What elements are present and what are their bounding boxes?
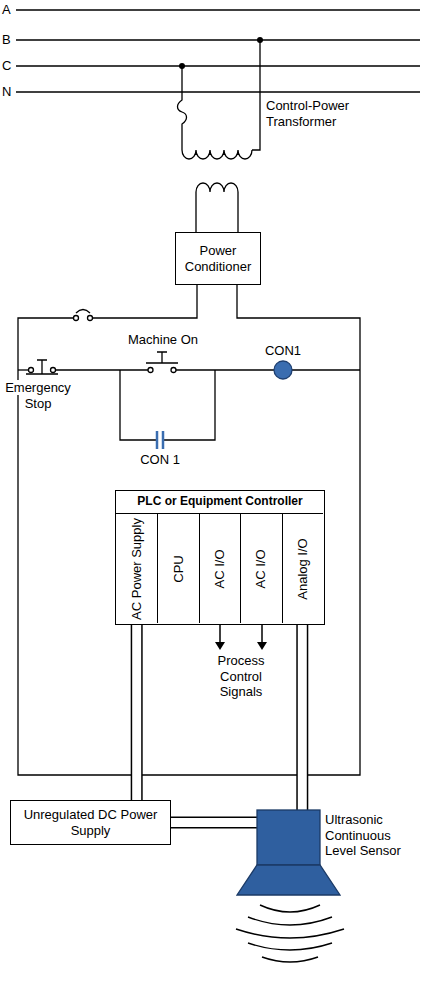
signal-arrow	[261, 625, 263, 643]
cable-pair	[132, 623, 141, 800]
node-label: Power Conditioner	[176, 240, 260, 277]
signal-arrow	[219, 625, 221, 643]
rung-wire	[176, 369, 274, 370]
circuit-breaker-symbol	[74, 316, 79, 321]
plc-module: AC I/O	[199, 513, 240, 623]
junction-dot	[179, 37, 263, 69]
rung-wire	[56, 369, 149, 370]
rung-wire	[18, 369, 29, 370]
node-label: Ultrasonic Continuous Level Sensor	[325, 812, 417, 859]
module-label: AC Power Supply	[129, 518, 145, 620]
ultrasonic-wave	[236, 905, 344, 962]
circuit-breaker-symbol	[74, 310, 93, 321]
box-heading: PLC or Equipment Controller	[116, 494, 324, 508]
transformer-symbol	[252, 40, 260, 150]
transformer-symbol	[178, 66, 187, 150]
sensor-horn	[237, 865, 340, 895]
control-rail	[18, 285, 360, 775]
emergency-stop-switch	[26, 360, 58, 374]
plc-module: AC Power Supply	[116, 513, 157, 623]
contact-symbol	[162, 431, 165, 449]
ultrasonic-wave	[248, 917, 332, 925]
emergency-stop-switch	[29, 368, 34, 373]
dc-power-supply-box: Unregulated DC Power Supply	[10, 800, 171, 845]
machine-on-switch	[146, 352, 178, 363]
signal-label: Process Control Signals	[218, 653, 265, 699]
contact-symbol	[157, 431, 163, 449]
signal-arrow	[215, 625, 267, 650]
cable-pair	[136, 623, 137, 800]
rung-wire	[120, 370, 157, 440]
contactor-coil	[274, 361, 292, 379]
transformer-symbol	[178, 40, 261, 232]
module-label: AC I/O	[212, 549, 228, 588]
plc-module: AC I/O	[240, 513, 281, 623]
cable-pair	[302, 623, 303, 810]
phase-label: B	[2, 32, 15, 48]
transformer-symbol	[196, 183, 238, 232]
cable-pair	[131, 623, 143, 800]
plc-rack: AC Power Supply CPU AC I/O AC I/O Analog I/O…	[115, 490, 325, 625]
rung-wire	[163, 370, 215, 440]
component-label: Control-Power Transformer	[266, 98, 349, 129]
ultrasonic-wave	[236, 929, 344, 938]
phase-label: A	[2, 2, 15, 18]
rung-wire	[292, 369, 360, 370]
switch-label: Emergency Stop	[5, 380, 71, 411]
control-rail	[18, 285, 360, 775]
cable-pair	[171, 818, 257, 827]
phase-label: N	[2, 84, 15, 100]
plc-module: Analog I/O	[282, 513, 323, 623]
signal-arrow	[215, 642, 225, 650]
contact-symbol	[156, 431, 159, 449]
circuit-breaker-symbol	[76, 310, 90, 314]
cable-pair	[296, 623, 308, 810]
emergency-stop-switch	[51, 368, 56, 373]
component-label: Control-Power Transformer	[266, 98, 378, 129]
module-label: AC I/O	[254, 549, 270, 588]
phase-line	[16, 9, 420, 10]
ultrasonic-wave	[262, 957, 318, 962]
sensor-body	[257, 810, 320, 865]
module-label: Analog I/O	[295, 538, 311, 599]
plc-module: CPU	[157, 513, 198, 623]
switch-label: Machine On	[128, 332, 198, 347]
phase-label: N	[2, 84, 11, 99]
phase-line	[16, 10, 420, 92]
control-rail	[93, 285, 197, 318]
cable-pair	[171, 822, 257, 823]
phase-label: C	[2, 58, 15, 74]
contact-label: CON 1	[140, 452, 180, 467]
phase-line	[16, 65, 420, 66]
coil-label: CON1	[258, 343, 308, 359]
ultrasonic-wave	[248, 943, 332, 950]
node-label: Unregulated DC Power Supply	[11, 804, 170, 841]
emergency-stop-switch	[26, 360, 58, 374]
machine-on-switch	[148, 368, 153, 373]
coil-label: CON1	[265, 343, 301, 358]
machine-on-switch	[146, 352, 178, 373]
ultrasonic-wave	[260, 905, 320, 912]
cable-pair	[171, 817, 257, 829]
module-label: CPU	[171, 555, 187, 582]
switch-label: Emergency Stop	[0, 380, 76, 411]
cable-pair	[298, 623, 307, 810]
level-sensor: Ultrasonic Continuous Level Sensor	[257, 810, 320, 865]
machine-on-switch	[171, 368, 176, 373]
signal-arrow	[257, 642, 267, 650]
contactor-coil	[274, 361, 292, 379]
signal-label: Process Control Signals	[206, 653, 276, 700]
phase-label: A	[2, 2, 11, 17]
phase-label: C	[2, 58, 11, 73]
sensor-housing	[257, 810, 320, 865]
transformer-symbol	[182, 150, 252, 159]
phase-label: B	[2, 32, 11, 47]
contact-label: CON 1	[135, 452, 185, 468]
circuit-breaker-symbol	[88, 316, 93, 321]
switch-label: Machine On	[118, 332, 208, 348]
power-conditioner-box: Power Conditioner	[175, 232, 261, 285]
phase-line	[16, 91, 420, 92]
phase-line	[16, 39, 420, 40]
